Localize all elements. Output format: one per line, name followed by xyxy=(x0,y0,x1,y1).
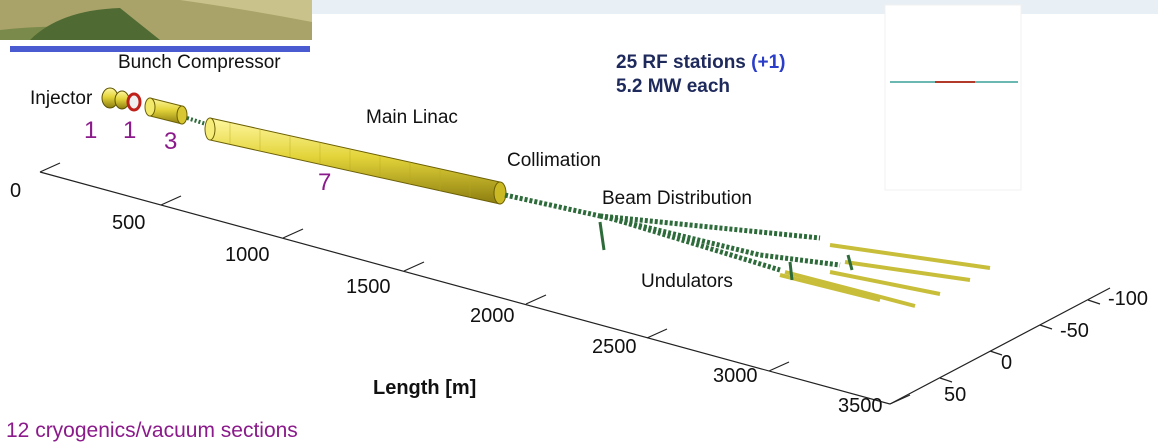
connector-beamline xyxy=(186,116,207,126)
rf-stations-extra: (+1) xyxy=(751,52,786,73)
length-tick: 0 xyxy=(10,180,22,202)
lateral-tick: -50 xyxy=(1060,320,1089,342)
aerial-photo xyxy=(0,0,312,40)
length-tick: 3000 xyxy=(713,365,758,387)
section-count-injector: 1 xyxy=(84,117,98,144)
bunch-compressor-module xyxy=(144,97,188,125)
label-bunch-compressor: Bunch Compressor xyxy=(118,52,281,73)
rf-stations-count: 25 RF stations xyxy=(616,52,746,73)
support-struts xyxy=(598,221,854,281)
title-remnant xyxy=(10,46,310,52)
label-main-linac: Main Linac xyxy=(366,107,458,128)
label-beam-distribution: Beam Distribution xyxy=(602,188,752,209)
length-axis-title: Length [m] xyxy=(373,377,477,399)
label-injector: Injector xyxy=(30,88,93,109)
length-tick: 2000 xyxy=(470,305,515,327)
lateral-tick: 0 xyxy=(1001,352,1013,374)
beam-distribution-lines xyxy=(599,213,841,273)
footer-caption: 12 cryogenics/vacuum sections xyxy=(6,419,298,442)
main-linac-tube xyxy=(204,117,507,205)
label-undulators: Undulators xyxy=(641,271,733,292)
length-tick: 2500 xyxy=(592,336,637,358)
inset-image xyxy=(884,4,1022,191)
length-tick: 1000 xyxy=(225,244,270,266)
length-tick: 1500 xyxy=(346,276,391,298)
rf-power-text: 5.2 MW each xyxy=(616,76,731,97)
section-count-short-linac: 3 xyxy=(164,128,178,155)
length-tick: 3500 xyxy=(838,395,883,417)
injector-module xyxy=(101,87,142,112)
length-tick-marks xyxy=(39,162,911,405)
axis-frame xyxy=(39,171,1111,405)
collimation-beamline xyxy=(504,192,601,219)
lateral-tick: 50 xyxy=(944,384,967,406)
lateral-tick-marks xyxy=(939,299,1101,383)
rf-stations-text: 25 RF stations (+1) xyxy=(616,52,785,74)
lateral-tick: -100 xyxy=(1108,288,1149,310)
label-collimation: Collimation xyxy=(507,150,601,171)
section-count-bunch-compressor: 1 xyxy=(123,117,137,144)
undulator-lines xyxy=(779,243,991,308)
length-tick: 500 xyxy=(112,212,146,234)
section-count-main-linac: 7 xyxy=(318,169,332,196)
